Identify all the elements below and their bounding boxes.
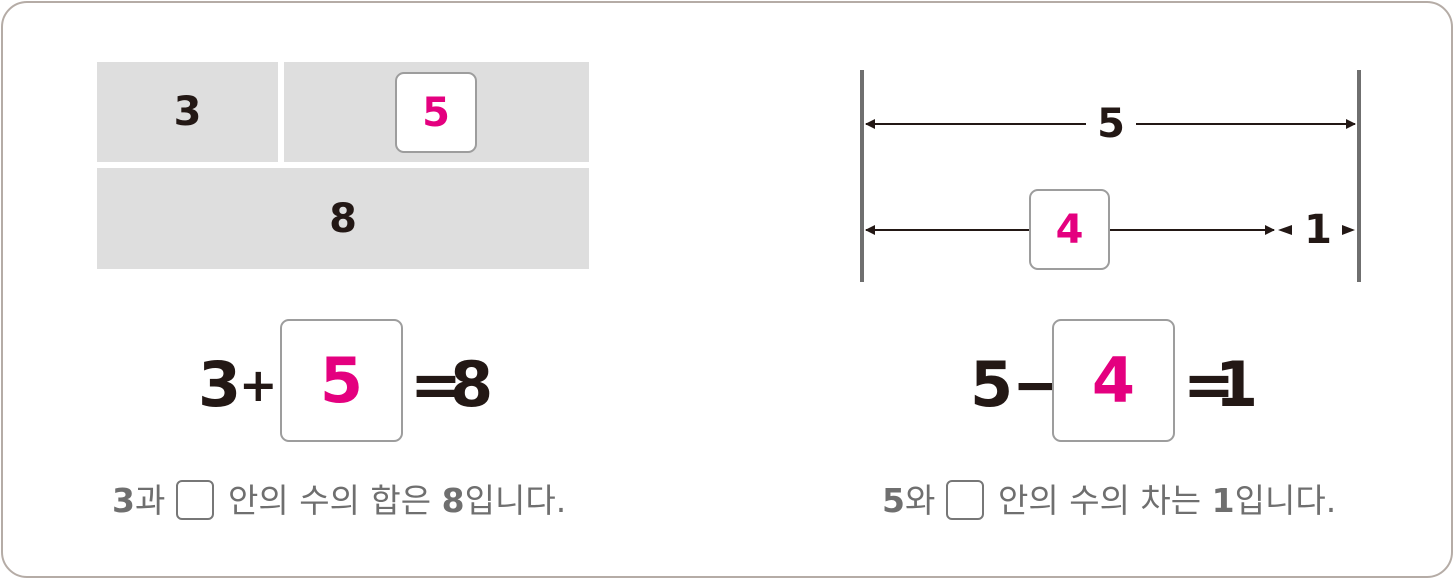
bar-whole: 8	[97, 168, 589, 269]
caption-right-text3: 입니다.	[1234, 481, 1337, 520]
equation-right-answer-box: 4	[1052, 319, 1175, 442]
caption-left-text1: 과	[134, 481, 166, 520]
bar-part-left: 3	[97, 62, 278, 162]
remainder-label: 1	[1300, 210, 1336, 250]
equation-left-answer: 5	[319, 344, 364, 417]
part-answer-value: 4	[1055, 206, 1084, 253]
caption-left-text3: 입니다.	[464, 481, 567, 520]
caption-left-rest: 안의 수의 합은 8입니다.	[228, 484, 566, 517]
equation-left-operator: +	[239, 358, 278, 412]
equation-right-result: 1	[1215, 348, 1259, 421]
bar-answer-box: 5	[395, 72, 477, 153]
equation-left-result: 8	[450, 348, 494, 421]
bar-whole-value: 8	[329, 195, 357, 242]
equation-right-operand: 5	[970, 348, 1014, 421]
difference-diagram	[860, 70, 1361, 282]
caption-right-text1: 와	[904, 481, 936, 520]
equation-left-equals: =	[410, 348, 462, 421]
equation-left-operand: 3	[198, 348, 242, 421]
caption-left: 3과	[112, 484, 165, 517]
bar-answer-value: 5	[422, 89, 450, 136]
total-label: 5	[1086, 104, 1136, 144]
caption-right: 5와	[882, 484, 935, 517]
caption-right-num1: 5	[882, 481, 905, 520]
equation-right-equals: =	[1183, 348, 1235, 421]
part-answer-box: 4	[1029, 189, 1110, 270]
remainder-arrow-left-head	[1278, 225, 1292, 235]
caption-left-num1: 3	[112, 481, 135, 520]
caption-right-blank-box	[946, 480, 984, 520]
equation-left-answer-box: 5	[280, 319, 403, 442]
caption-left-num2: 8	[441, 481, 465, 520]
bar-part-left-value: 3	[173, 89, 202, 135]
caption-right-rest: 안의 수의 차는 1입니다.	[998, 484, 1336, 517]
caption-right-num2: 1	[1211, 481, 1235, 520]
caption-left-blank-box	[176, 480, 214, 520]
caption-right-text2: 안의 수의 차는	[998, 481, 1202, 520]
remainder-arrow-right-head	[1342, 225, 1355, 235]
caption-left-text2: 안의 수의 합은	[228, 481, 432, 520]
equation-right-answer: 4	[1091, 344, 1136, 417]
